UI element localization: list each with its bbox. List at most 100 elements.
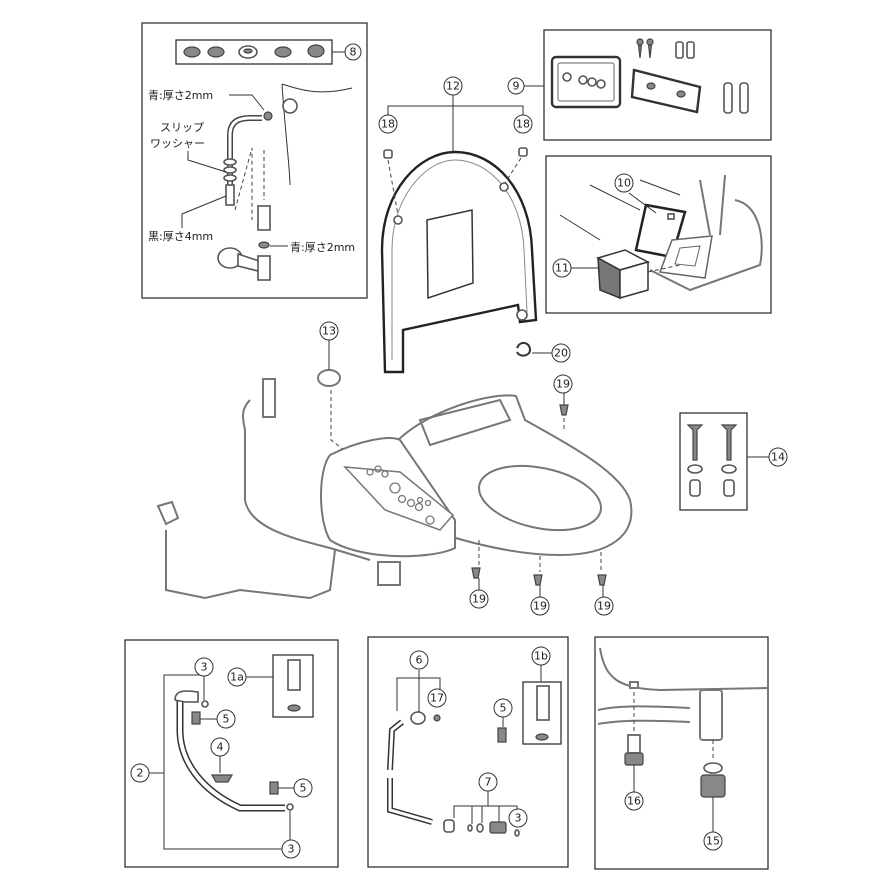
bumper-18-right (518, 147, 528, 157)
clip-20: 20 (516, 342, 571, 363)
svg-text:3: 3 (515, 812, 522, 825)
bumper-18-left (383, 149, 393, 159)
svg-text:10: 10 (617, 177, 631, 190)
svg-text:17: 17 (430, 692, 444, 705)
svg-text:9: 9 (513, 80, 520, 93)
svg-text:13: 13 (322, 325, 336, 338)
callout-9: 9 (507, 77, 525, 95)
filter-housing (658, 235, 713, 279)
side-panel-buttons (366, 465, 435, 525)
hose-bent-pipe (227, 115, 262, 185)
callout-11: 11 (552, 258, 572, 278)
callout-19-left: 19 (469, 589, 489, 609)
drain-plug-16 (624, 734, 644, 766)
svg-text:7: 7 (485, 776, 492, 789)
callout-10: 10 (614, 173, 634, 193)
clip-5-bottom (269, 781, 279, 795)
stop-valve (217, 247, 271, 281)
callout-5-pipe: 5 (493, 698, 513, 718)
power-plug (156, 500, 180, 526)
svg-text:5: 5 (300, 782, 307, 795)
note-blue-washer-2mm-top: 青:厚さ2mm (148, 89, 213, 102)
knob-13 (317, 369, 341, 387)
svg-text:8: 8 (350, 46, 357, 59)
panel-supply-hose-detail: 8 青:厚さ2mm スリップ ワッシャー 黒:厚さ4mm (141, 22, 368, 299)
washer-17 (433, 714, 441, 722)
tank-outline (281, 83, 353, 93)
callout-13: 13 (319, 321, 339, 341)
wall-plate (630, 68, 702, 114)
valve-1a-box (272, 654, 314, 718)
clip-5-top (191, 711, 201, 725)
svg-text:15: 15 (706, 835, 720, 848)
clip-4 (210, 774, 234, 783)
drain-port (629, 681, 639, 689)
callout-5-top: 5 (216, 709, 236, 729)
callout-4: 4 (210, 737, 230, 757)
fitting-set-7 (443, 819, 520, 837)
valve-1b-box (522, 681, 562, 745)
note-blue-washer-2mm-bottom: 青:厚さ2mm (290, 241, 355, 254)
panel-remote-wall-plate: 9 (507, 29, 772, 141)
callout-15: 15 (703, 831, 723, 851)
nut-6 (410, 711, 426, 725)
callout-3-pipe: 3 (508, 808, 528, 828)
panel-frame (141, 22, 368, 299)
svg-text:20: 20 (554, 347, 568, 360)
callout-18-right: 18 (513, 114, 533, 134)
callout-18-left: 18 (378, 114, 398, 134)
svg-text:11: 11 (555, 262, 569, 275)
valve-fitting (699, 689, 723, 741)
clip-5-pipe (497, 727, 507, 743)
callout-3-bottom: 3 (281, 839, 301, 859)
panel-hose-set: 3 1a 5 4 2 5 3 (124, 639, 339, 868)
panel-drain-filter: 16 15 (594, 636, 769, 870)
svg-text:19: 19 (472, 593, 486, 606)
panel-nozzle-filter: 10 11 (545, 155, 772, 314)
panel-frame (594, 636, 769, 870)
panel-frame (543, 29, 772, 141)
slip-washers (223, 158, 237, 182)
seat-opening (478, 464, 602, 532)
callout-12: 12 (443, 76, 463, 96)
callout-19-right: 19 (594, 596, 614, 616)
tank-inlet (282, 98, 298, 114)
screws (636, 38, 654, 59)
svg-text:16: 16 (627, 795, 641, 808)
wall-anchors (675, 41, 695, 59)
svg-text:19: 19 (597, 600, 611, 613)
svg-text:5: 5 (500, 702, 507, 715)
callout-8: 8 (344, 43, 362, 61)
note-black-washer-4mm: 黒:厚さ4mm (148, 230, 213, 243)
panel-frame (124, 639, 339, 868)
svg-text:12: 12 (446, 80, 460, 93)
callout-3-top: 3 (194, 657, 214, 677)
lid-12: 12 18 18 (378, 76, 538, 374)
filter-11 (596, 249, 651, 300)
note-slip-washer-1: スリップ (160, 121, 204, 134)
svg-text:14: 14 (771, 451, 785, 464)
panel-mounting-bolts: 14 (679, 412, 788, 511)
callout-1a: 1a (227, 667, 247, 687)
batteries (723, 82, 749, 114)
panel-frame (367, 636, 569, 868)
filter-cap-15 (700, 762, 726, 798)
mounting-bolt-set (686, 424, 738, 497)
callout-7: 7 (478, 772, 498, 792)
panel-pipe-set: 6 17 5 1b 7 3 (367, 636, 569, 868)
blue-washer-top (263, 111, 273, 121)
svg-text:5: 5 (223, 713, 230, 726)
o-ring-3-top (201, 700, 209, 708)
panel-frame (679, 412, 748, 511)
svg-text:1b: 1b (534, 650, 548, 663)
t-valve-main (262, 378, 276, 418)
callout-6: 6 (409, 650, 429, 670)
lid-label-window (426, 209, 474, 300)
t-valve (257, 205, 271, 231)
valve-1a (287, 659, 301, 691)
hose-end (225, 184, 235, 206)
svg-text:18: 18 (381, 118, 395, 131)
svg-text:19: 19 (533, 600, 547, 613)
callout-16: 16 (624, 791, 644, 811)
callout-14: 14 (768, 447, 788, 467)
